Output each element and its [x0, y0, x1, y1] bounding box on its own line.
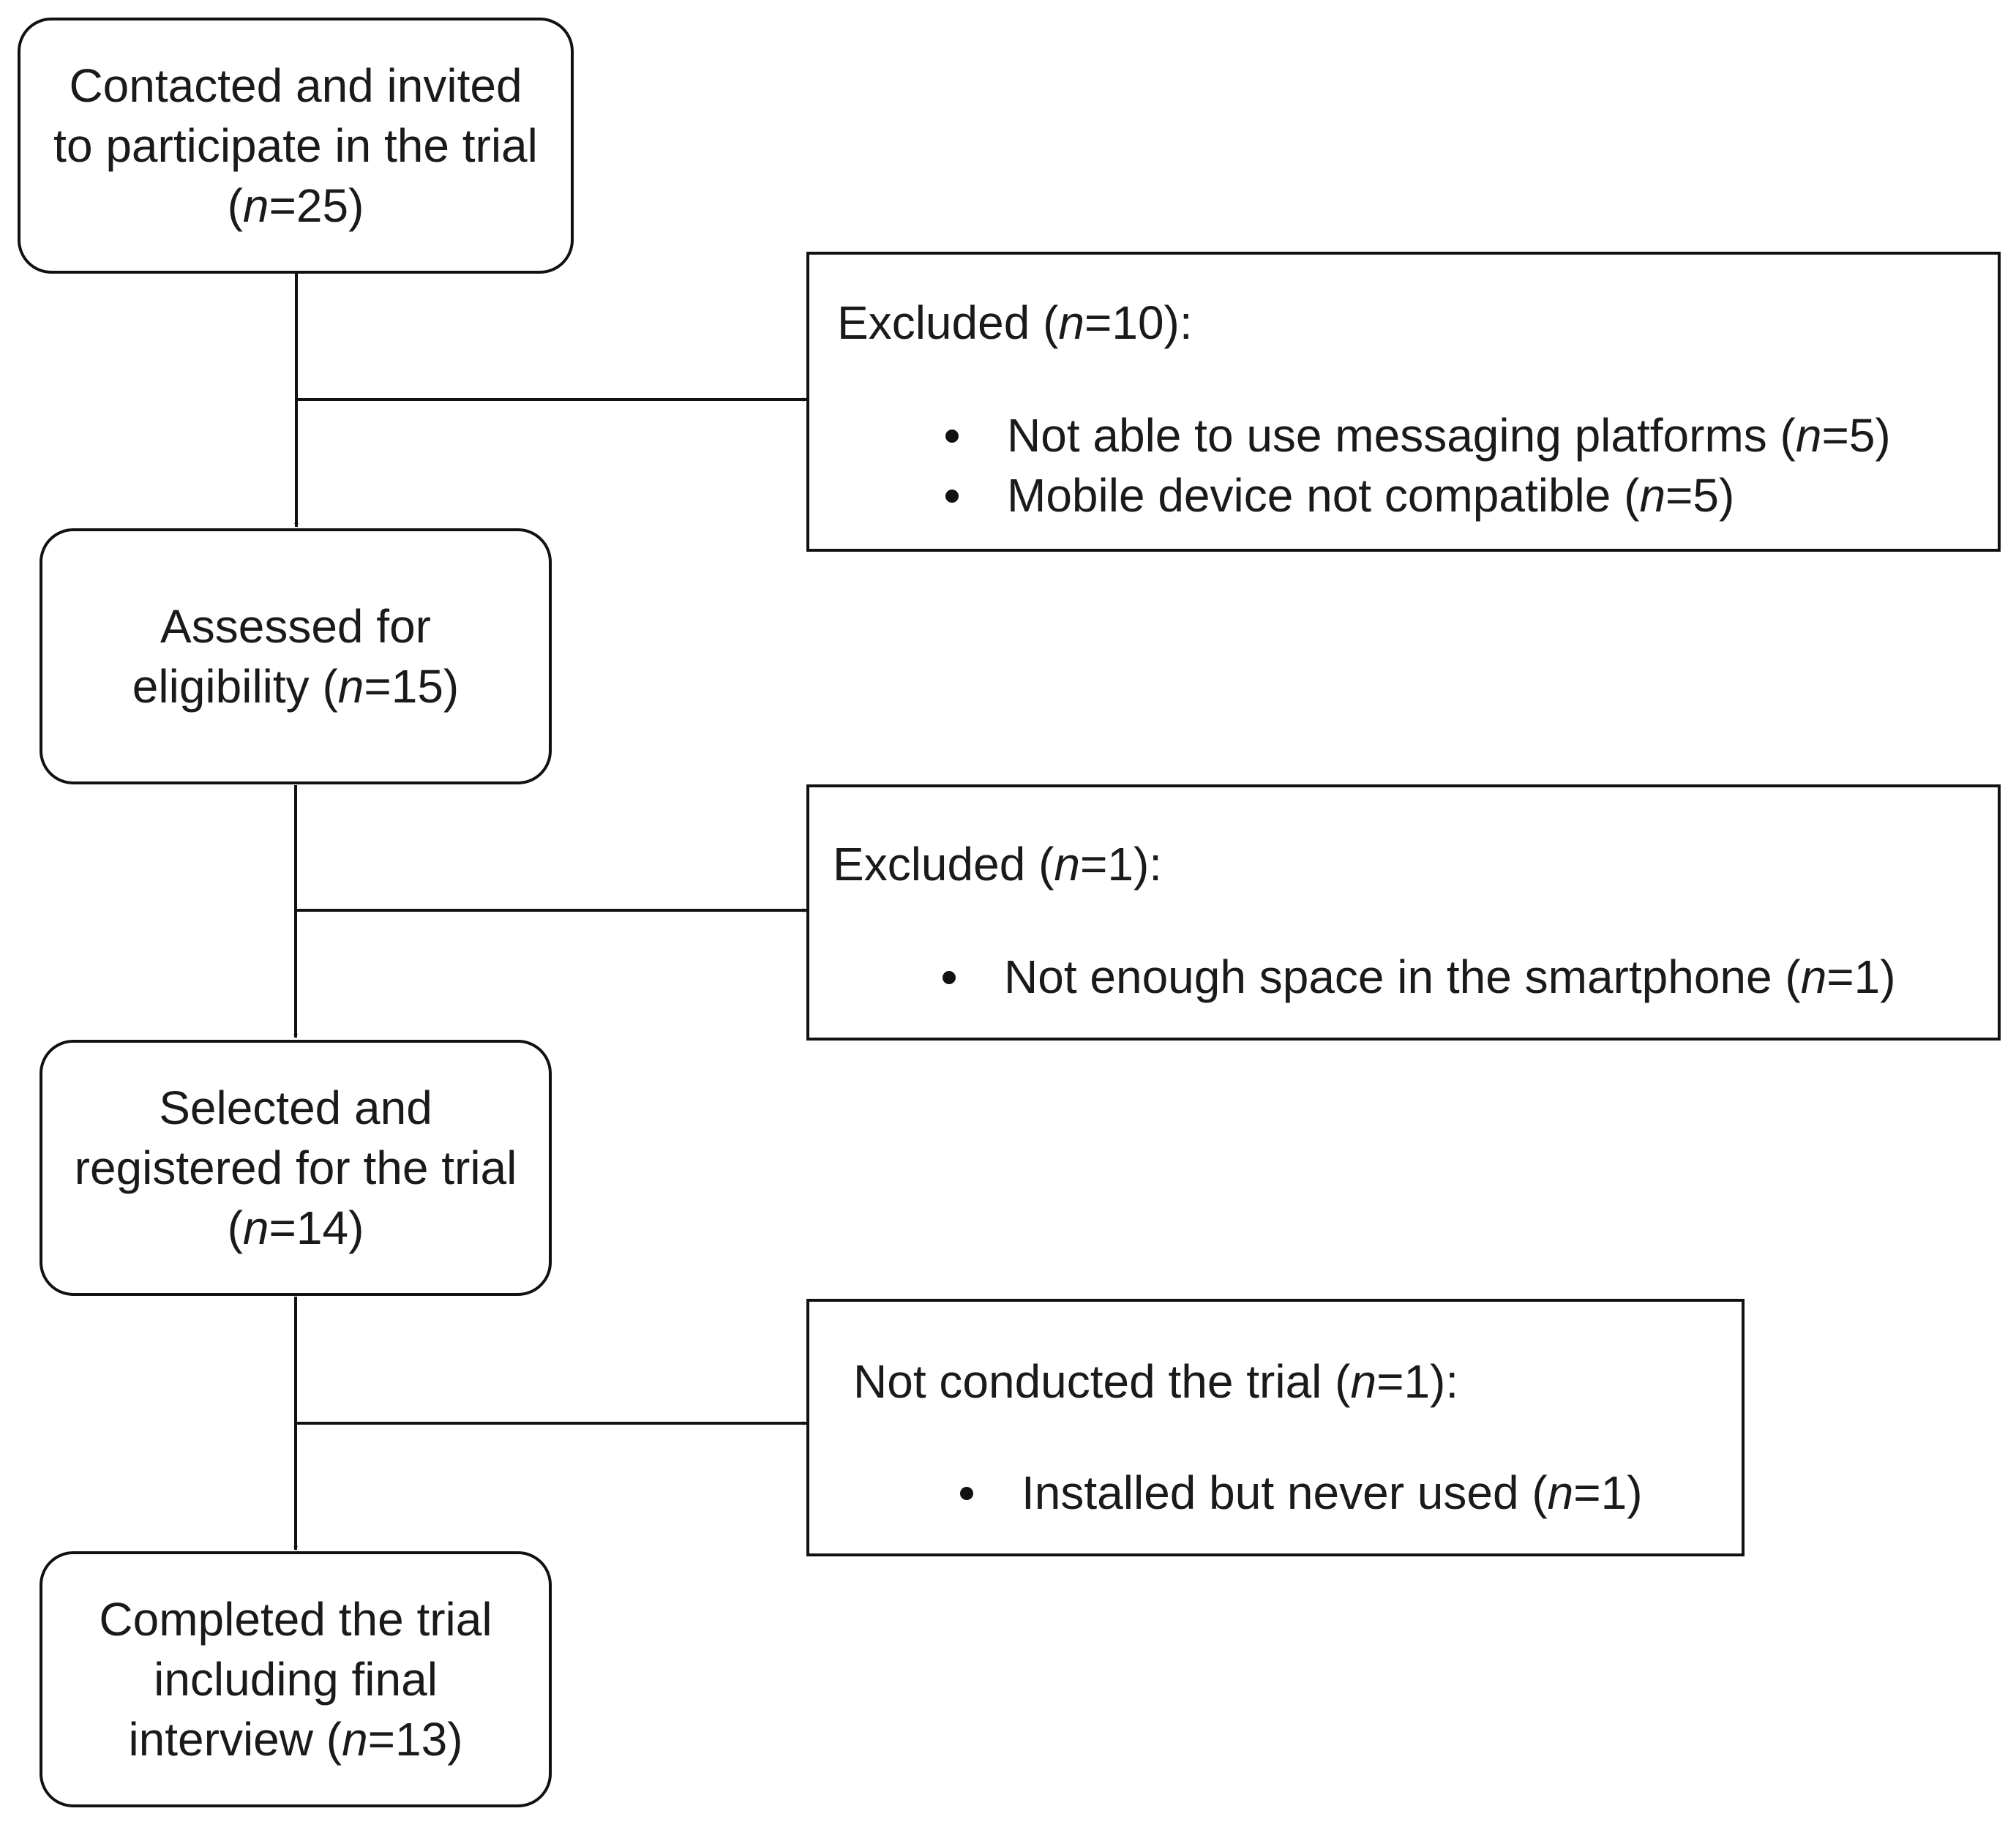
- box-contacted-count: (n=25): [227, 179, 364, 232]
- not-conducted-list: Installed but never used (n=1): [960, 1463, 1643, 1523]
- excluded-2-list: Not enough space in the smartphone (n=1): [943, 947, 1896, 1007]
- box-assessed-line-1: Assessed for: [160, 600, 431, 653]
- box-completed: Completed the trial including final inte…: [40, 1551, 552, 1807]
- excluded-2-heading: Excluded (n=1):: [833, 838, 1163, 891]
- excluded-2-item: Not enough space in the smartphone (n=1): [943, 947, 1896, 1007]
- box-selected-count: (n=14): [227, 1201, 364, 1254]
- box-selected-line-2: registered for the trial: [74, 1141, 517, 1194]
- box-excluded-2: Excluded (n=1): Not enough space in the …: [806, 784, 2001, 1041]
- box-not-conducted: Not conducted the trial (n=1): Installed…: [806, 1299, 1745, 1556]
- box-contacted: Contacted and invited to participate in …: [18, 18, 574, 274]
- box-completed-line-2: including final: [154, 1653, 438, 1706]
- box-assessed-count: eligibility (n=15): [132, 660, 460, 713]
- not-conducted-heading: Not conducted the trial (n=1):: [853, 1355, 1459, 1408]
- box-selected-line-1: Selected and: [159, 1081, 432, 1134]
- box-contacted-line-2: to participate in the trial: [53, 119, 538, 172]
- box-assessed: Assessed for eligibility (n=15): [40, 528, 552, 784]
- not-conducted-item: Installed but never used (n=1): [960, 1463, 1643, 1523]
- excluded-1-item: Mobile device not compatible (n=5): [945, 465, 1891, 525]
- box-contacted-line-1: Contacted and invited: [69, 59, 522, 112]
- excluded-1-heading: Excluded (n=10):: [837, 296, 1193, 349]
- box-completed-line-1: Completed the trial: [99, 1593, 492, 1646]
- excluded-1-list: Not able to use messaging platforms (n=5…: [945, 405, 1891, 525]
- box-excluded-1: Excluded (n=10): Not able to use messagi…: [806, 252, 2001, 552]
- excluded-1-item: Not able to use messaging platforms (n=5…: [945, 405, 1891, 465]
- box-completed-count: interview (n=13): [128, 1713, 463, 1766]
- box-selected: Selected and registered for the trial (n…: [40, 1040, 552, 1296]
